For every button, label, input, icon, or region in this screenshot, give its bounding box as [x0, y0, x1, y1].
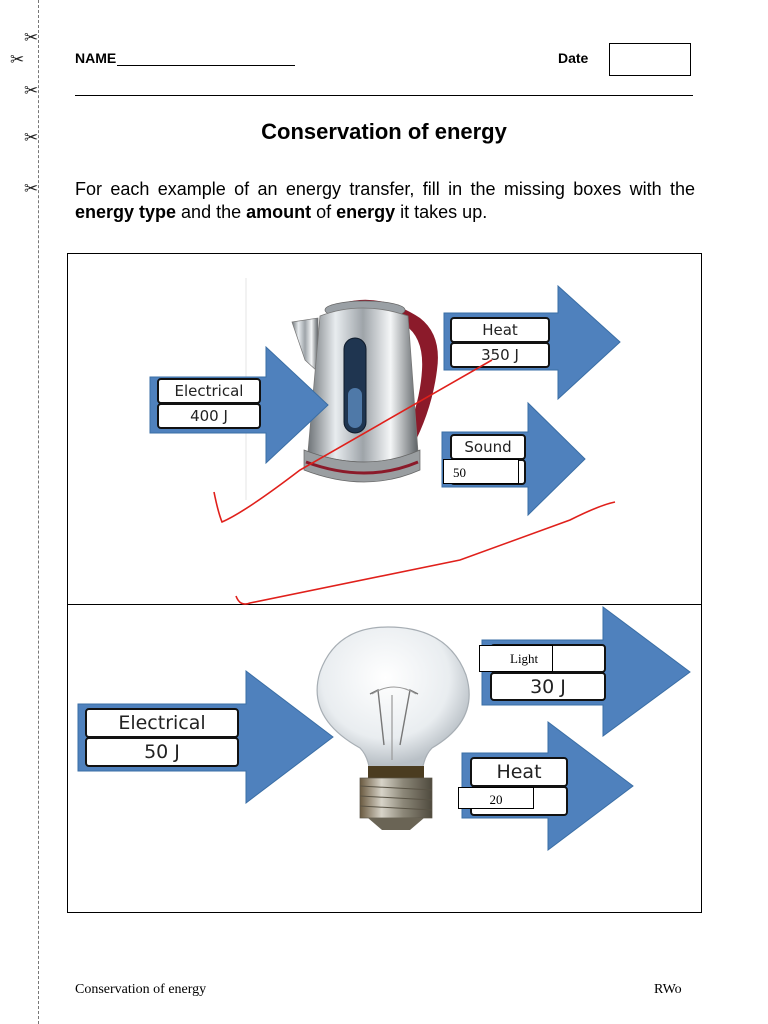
- annotation-stroke: [235, 501, 616, 605]
- light-bulb-illustration: [316, 626, 470, 830]
- cut-line: [38, 0, 39, 1024]
- date-label: Date: [558, 50, 589, 66]
- kettle-input-amount-box: 400 J: [157, 403, 261, 429]
- page-title: Conservation of energy: [261, 119, 507, 144]
- instructions: For each example of an energy transfer, …: [75, 179, 695, 222]
- kettle-illustration: [291, 299, 438, 483]
- name-label: NAME: [75, 50, 117, 66]
- bulb-heat-amount-input[interactable]: 20: [458, 787, 534, 809]
- scissors-icon: ✂: [10, 50, 25, 70]
- kettle-input-type-box: Electrical: [157, 378, 261, 404]
- scissors-icon: ✂: [24, 128, 39, 148]
- name-line: [117, 53, 296, 66]
- kettle-heat-amount-box: 350 J: [450, 342, 550, 368]
- annotation-stroke: [213, 359, 493, 524]
- scissors-icon: ✂: [24, 28, 39, 48]
- kettle-sound-amount-input[interactable]: 50: [443, 459, 519, 484]
- date-box[interactable]: [609, 43, 691, 76]
- footer-left: Conservation of energy: [75, 982, 207, 997]
- name-field[interactable]: NAME: [75, 50, 296, 66]
- bulb-input-amount-box: 50 J: [85, 737, 239, 767]
- header-rule: [75, 95, 693, 96]
- scissors-icon: ✂: [24, 81, 39, 101]
- scissors-icon: ✂: [24, 179, 39, 199]
- footer-right: RWo: [654, 982, 682, 997]
- bulb-light-type-input[interactable]: Light: [479, 645, 553, 672]
- bulb-light-amount-box: 30 J: [490, 672, 606, 701]
